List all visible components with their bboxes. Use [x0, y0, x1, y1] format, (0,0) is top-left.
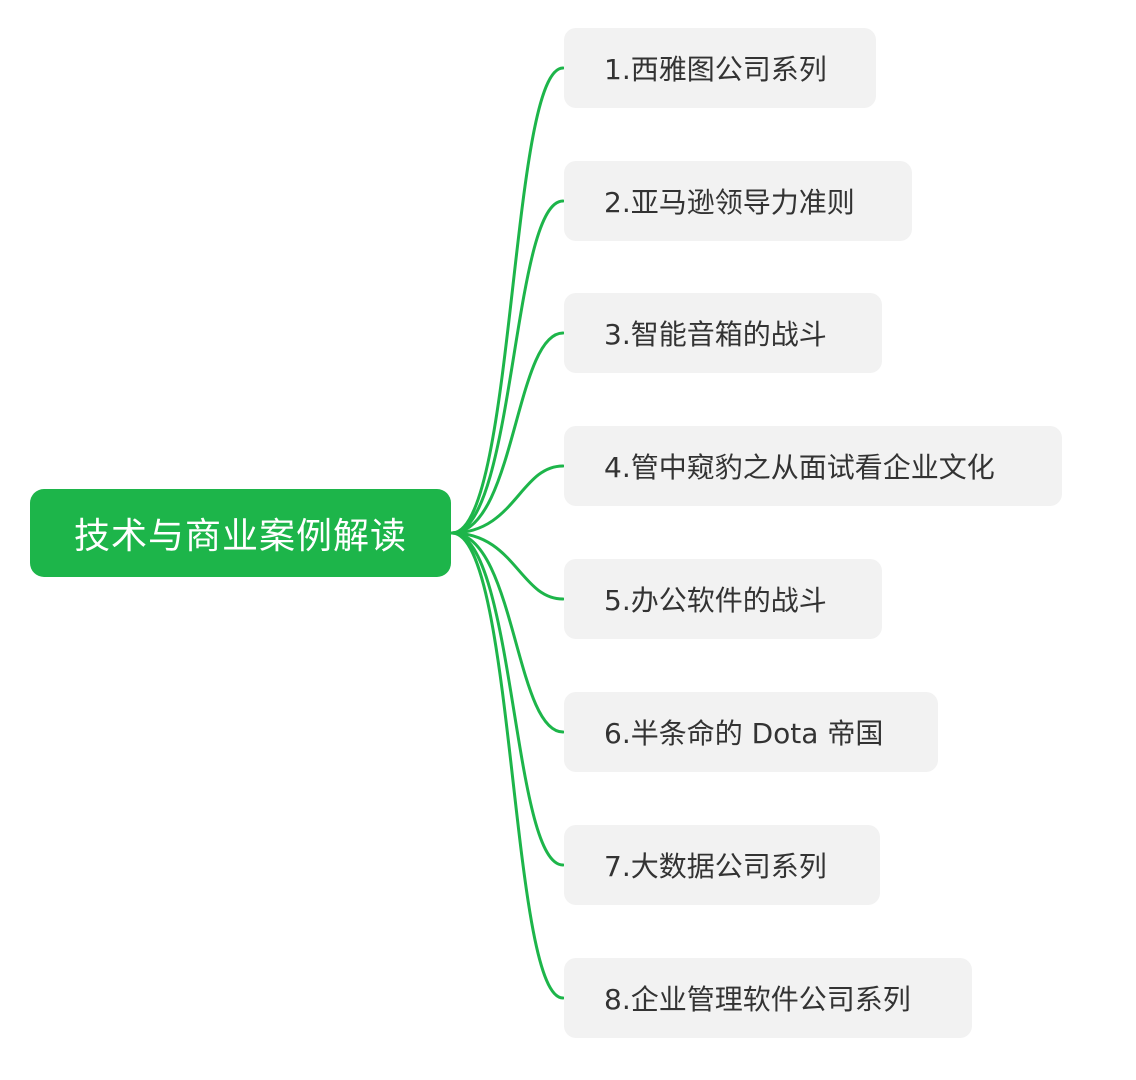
subtopic-label: 3.智能音箱的战斗 [604, 318, 827, 351]
connector-3 [450, 331, 565, 535]
subtopic-8[interactable]: 8.企业管理软件公司系列 [564, 958, 972, 1038]
root-topic-label: 技术与商业案例解读 [73, 516, 407, 557]
subtopic-label: 6.半条命的 Dota 帝国 [604, 717, 884, 750]
subtopic-4[interactable]: 4.管中窥豹之从面试看企业文化 [564, 426, 1062, 506]
subtopic-2[interactable]: 2.亚马逊领导力准则 [564, 161, 912, 241]
subtopic-label: 2.亚马逊领导力准则 [604, 186, 855, 219]
subtopic-1[interactable]: 1.西雅图公司系列 [564, 28, 876, 108]
subtopic-5[interactable]: 5.办公软件的战斗 [564, 559, 882, 639]
subtopic-label: 8.企业管理软件公司系列 [604, 983, 911, 1016]
subtopic-7[interactable]: 7.大数据公司系列 [564, 825, 880, 905]
subtopic-label: 7.大数据公司系列 [604, 850, 827, 883]
connector-8 [450, 531, 565, 1000]
subtopic-6[interactable]: 6.半条命的 Dota 帝国 [564, 692, 938, 772]
connector-4 [450, 464, 565, 535]
root-topic[interactable]: 技术与商业案例解读 [30, 489, 451, 577]
subtopic-label: 5.办公软件的战斗 [604, 584, 827, 617]
connector-1 [450, 66, 565, 535]
connector-2 [450, 199, 565, 535]
connector-6 [450, 531, 565, 734]
subtopic-label: 4.管中窥豹之从面试看企业文化 [604, 451, 995, 484]
subtopic-label: 1.西雅图公司系列 [604, 53, 827, 86]
connector-5 [450, 531, 565, 601]
connector-7 [450, 531, 565, 867]
subtopic-3[interactable]: 3.智能音箱的战斗 [564, 293, 882, 373]
